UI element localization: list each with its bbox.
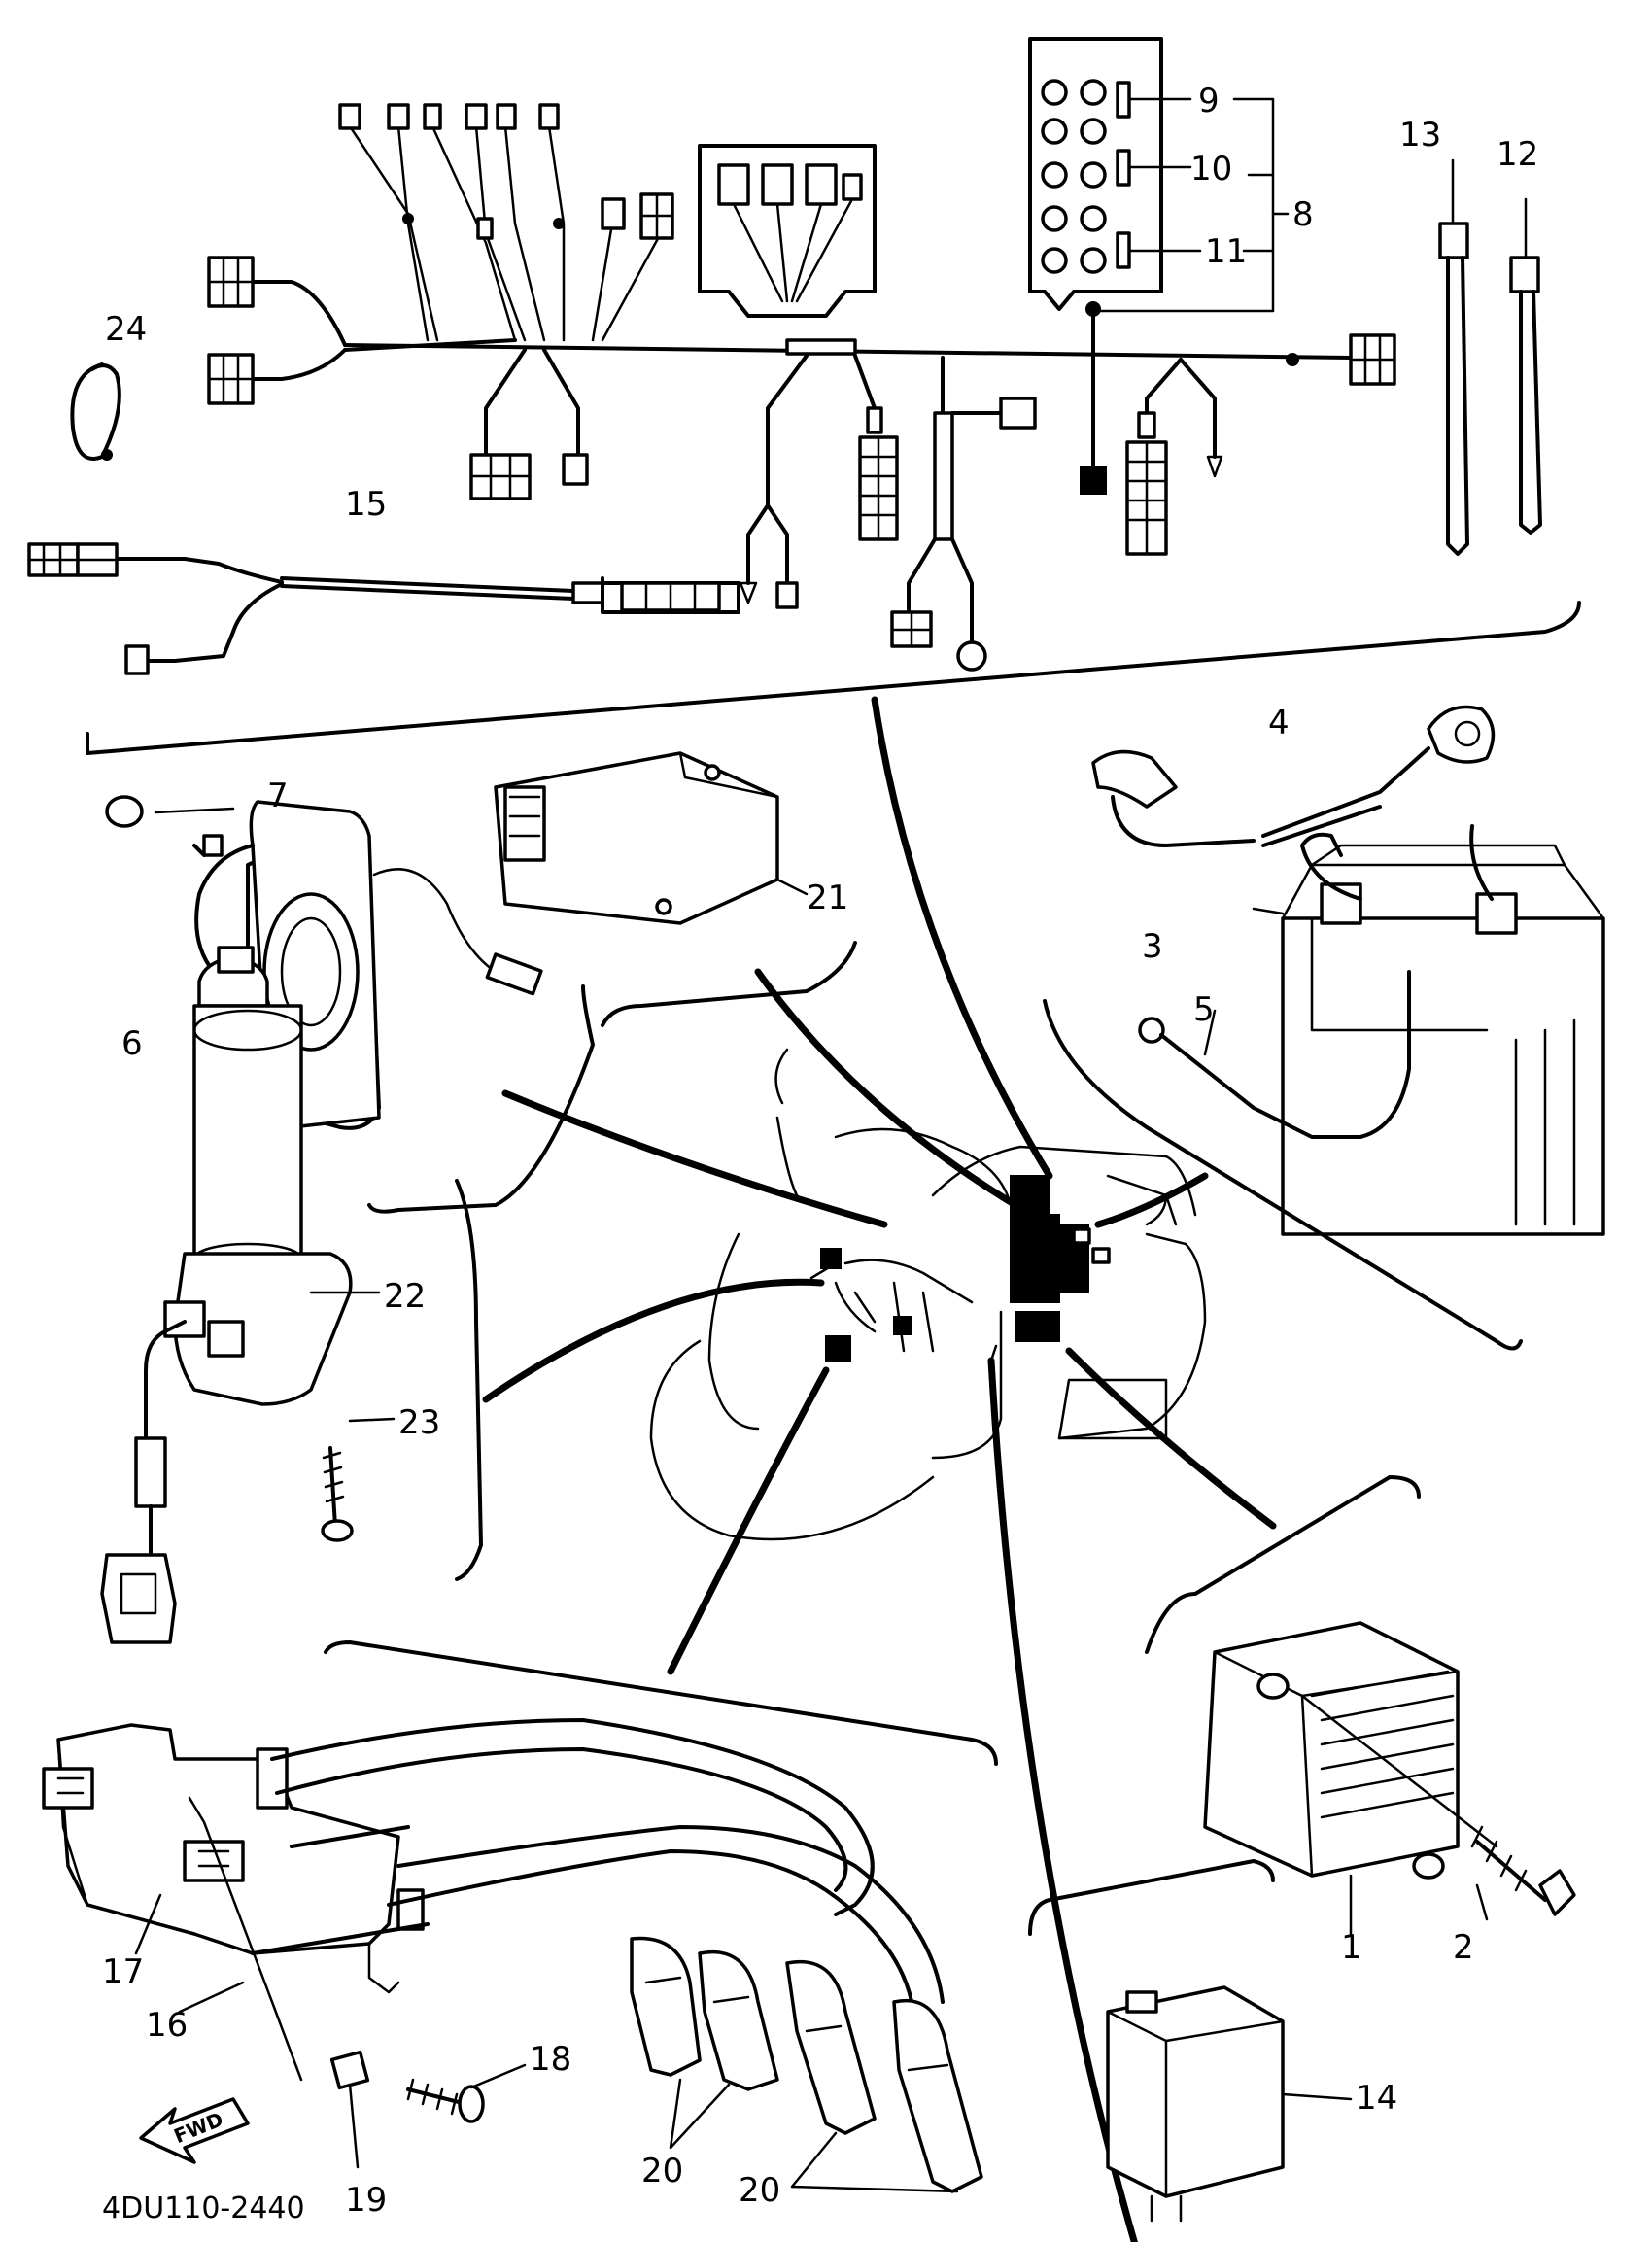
callout-9: 9 [1198,82,1220,121]
callout-22: 22 [384,1277,426,1316]
callout-4: 4 [1268,704,1290,742]
callout-8: 8 [1292,195,1314,234]
callout-15: 15 [345,485,387,524]
callout-10: 10 [1190,150,1232,189]
rectifier-regulator [1203,1621,1576,1936]
callout-13: 13 [1399,116,1441,155]
callout-23: 23 [398,1403,440,1442]
callout-17: 17 [102,1952,144,1991]
callout-3: 3 [1142,927,1163,966]
motorcycle-frame [649,1048,1207,1541]
callout-2: 2 [1453,1928,1474,1967]
callout-24: 24 [105,310,147,349]
group-brackets [324,941,1523,1936]
relay [1106,1985,1353,2223]
callout-18: 18 [530,2040,571,2079]
cable-ties [1438,158,1542,556]
horn [105,795,543,1130]
diagram-code: 4DU110-2440 [102,2191,305,2225]
callout-12: 12 [1497,135,1538,174]
callout-7: 7 [267,776,289,815]
callout-1: 1 [1341,1928,1362,1967]
callout-11: 11 [1205,232,1247,271]
callout-20b: 20 [739,2171,780,2210]
callout-14: 14 [1356,2079,1397,2118]
igniter-unit [494,751,809,925]
main-switch [100,946,396,1644]
wire-harness [27,37,1581,755]
callout-labels: 1 2 3 4 5 6 7 8 9 10 11 12 13 14 15 16 1… [102,82,1538,2225]
battery [1091,705,1605,1236]
leader-lines [482,696,1277,2242]
ignition-coils: FWD [42,1718,983,2193]
callout-21: 21 [807,879,848,917]
callout-5: 5 [1193,990,1215,1029]
callout-20a: 20 [641,2152,683,2190]
callout-16: 16 [146,2006,188,2045]
callout-6: 6 [121,1024,143,1063]
callout-19: 19 [345,2181,387,2220]
